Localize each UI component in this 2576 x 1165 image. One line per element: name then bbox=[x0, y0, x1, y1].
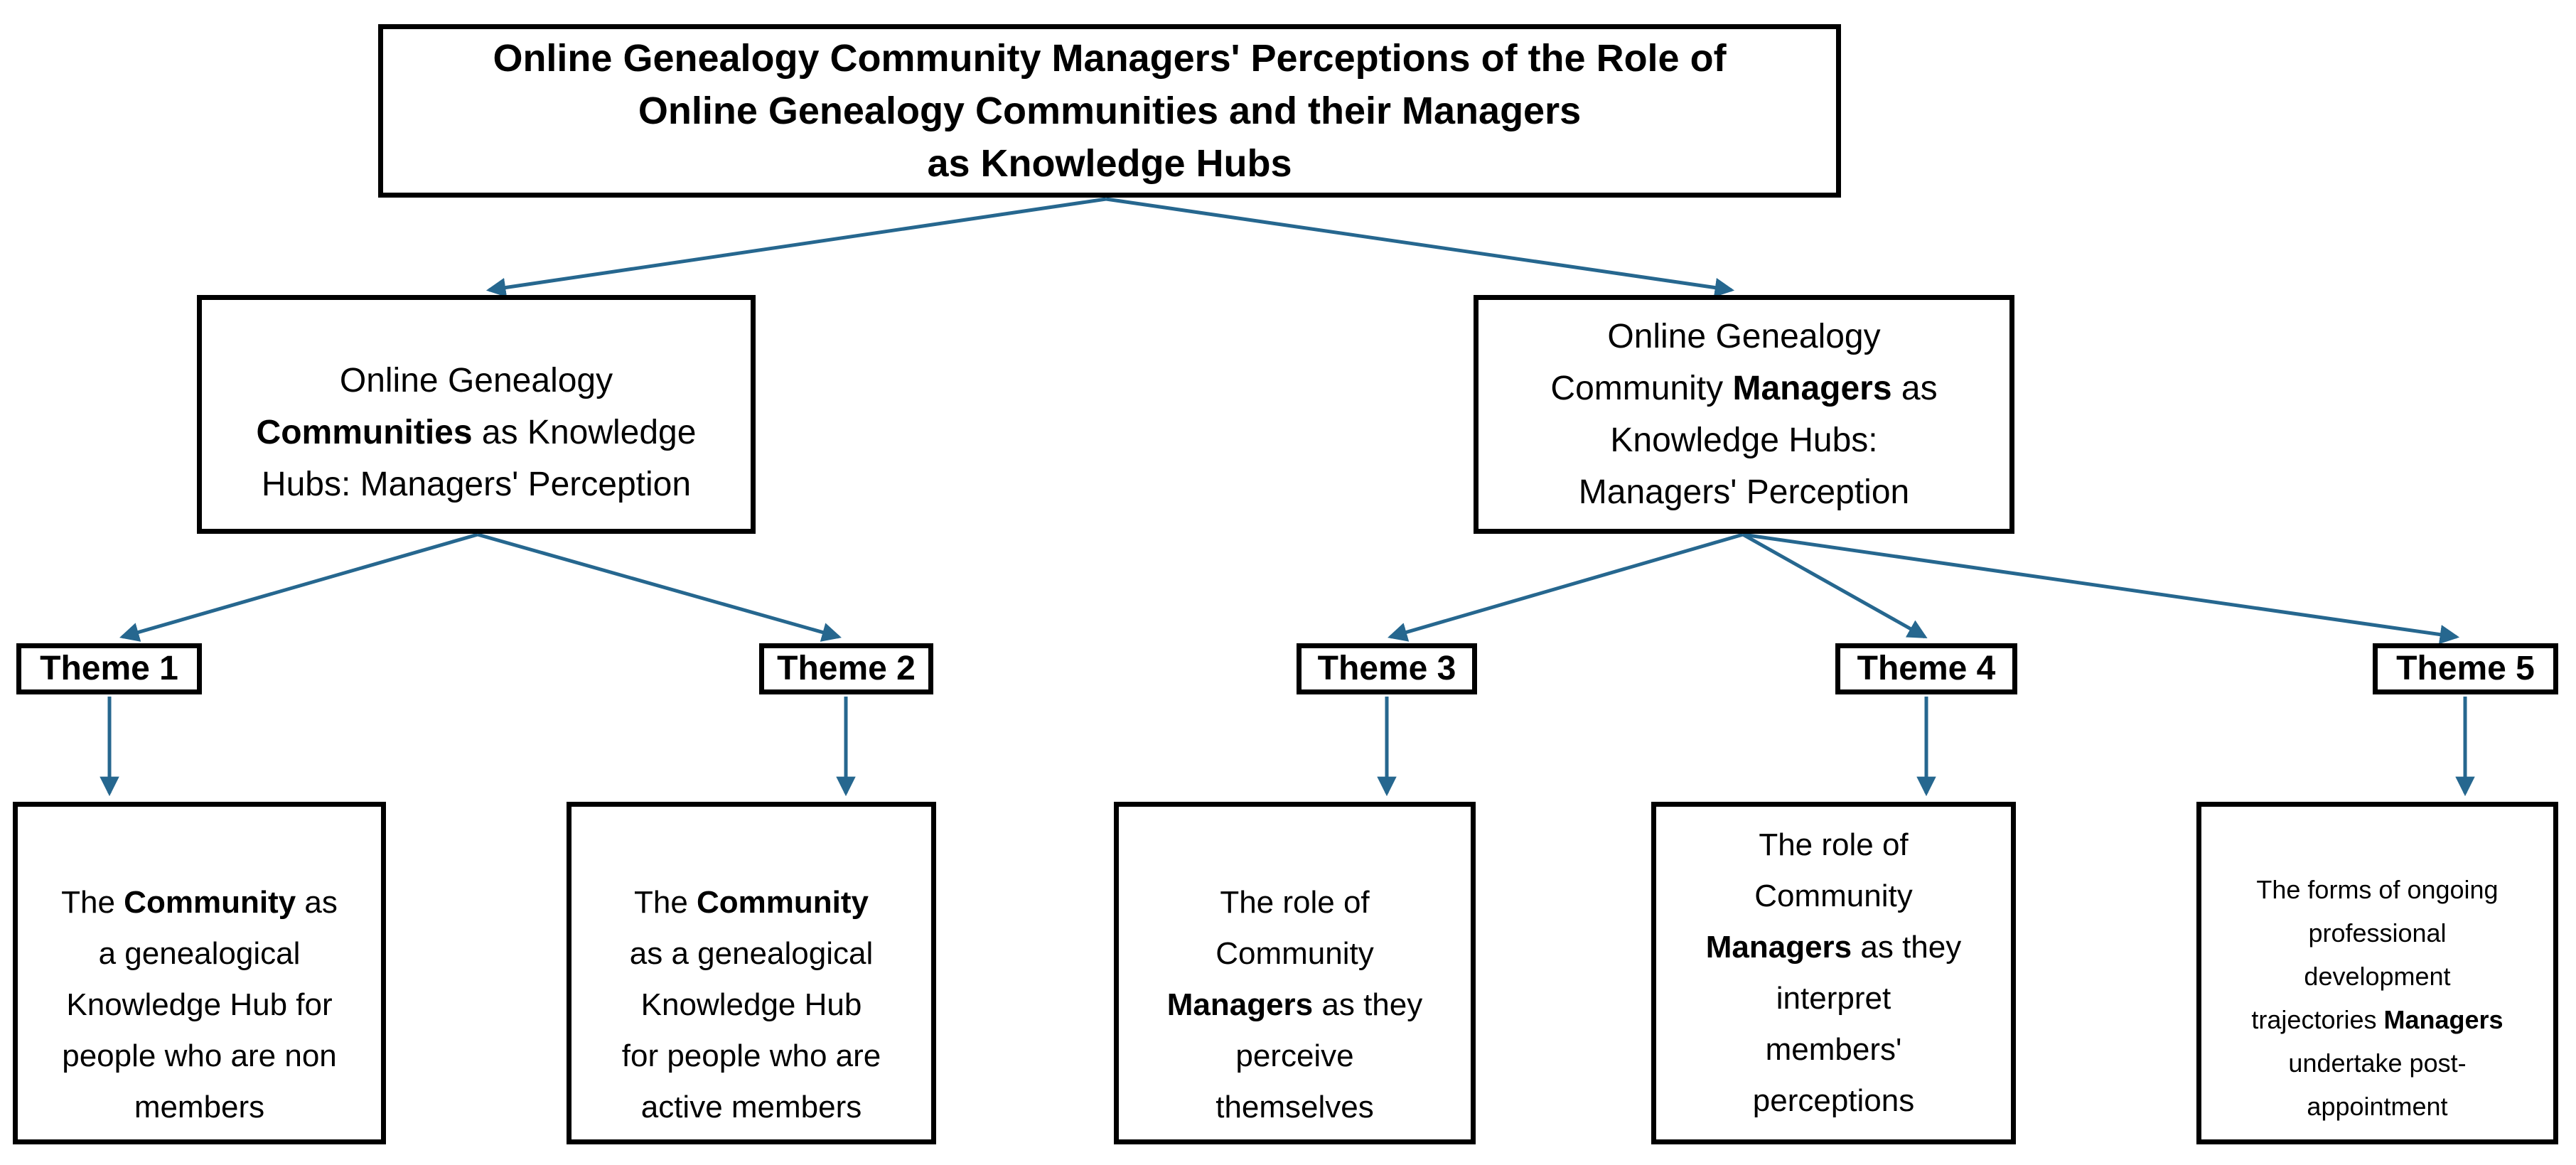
arrow-branch-to-theme-4 bbox=[1742, 532, 1928, 639]
theme-3-label: Theme 3 bbox=[1317, 650, 1456, 687]
arrow-root-to-communities-branch bbox=[485, 197, 1107, 298]
theme-5-label: Theme 5 bbox=[2396, 650, 2535, 687]
arrow-branch-to-theme-2 bbox=[477, 532, 842, 642]
theme-1-box: Theme 1 bbox=[16, 643, 202, 694]
arrow-root-to-managers-branch bbox=[1105, 197, 1735, 298]
root-title-box: Online Genealogy Community Managers' Per… bbox=[378, 24, 1841, 198]
arrow-branch-to-theme-1 bbox=[119, 532, 478, 642]
theme-1-label: Theme 1 bbox=[40, 650, 178, 687]
arrow-branch-to-theme-5 bbox=[1742, 532, 2460, 645]
theme-4-label: Theme 4 bbox=[1857, 650, 1996, 687]
theme-2-box: Theme 2 bbox=[759, 643, 933, 694]
theme-2-label: Theme 2 bbox=[777, 650, 916, 687]
theme-5-box: Theme 5 bbox=[2373, 643, 2558, 694]
theme-3-box: Theme 3 bbox=[1297, 643, 1477, 694]
theme-4-box: Theme 4 bbox=[1835, 643, 2017, 694]
arrow-branch-to-theme-3 bbox=[1388, 532, 1744, 642]
